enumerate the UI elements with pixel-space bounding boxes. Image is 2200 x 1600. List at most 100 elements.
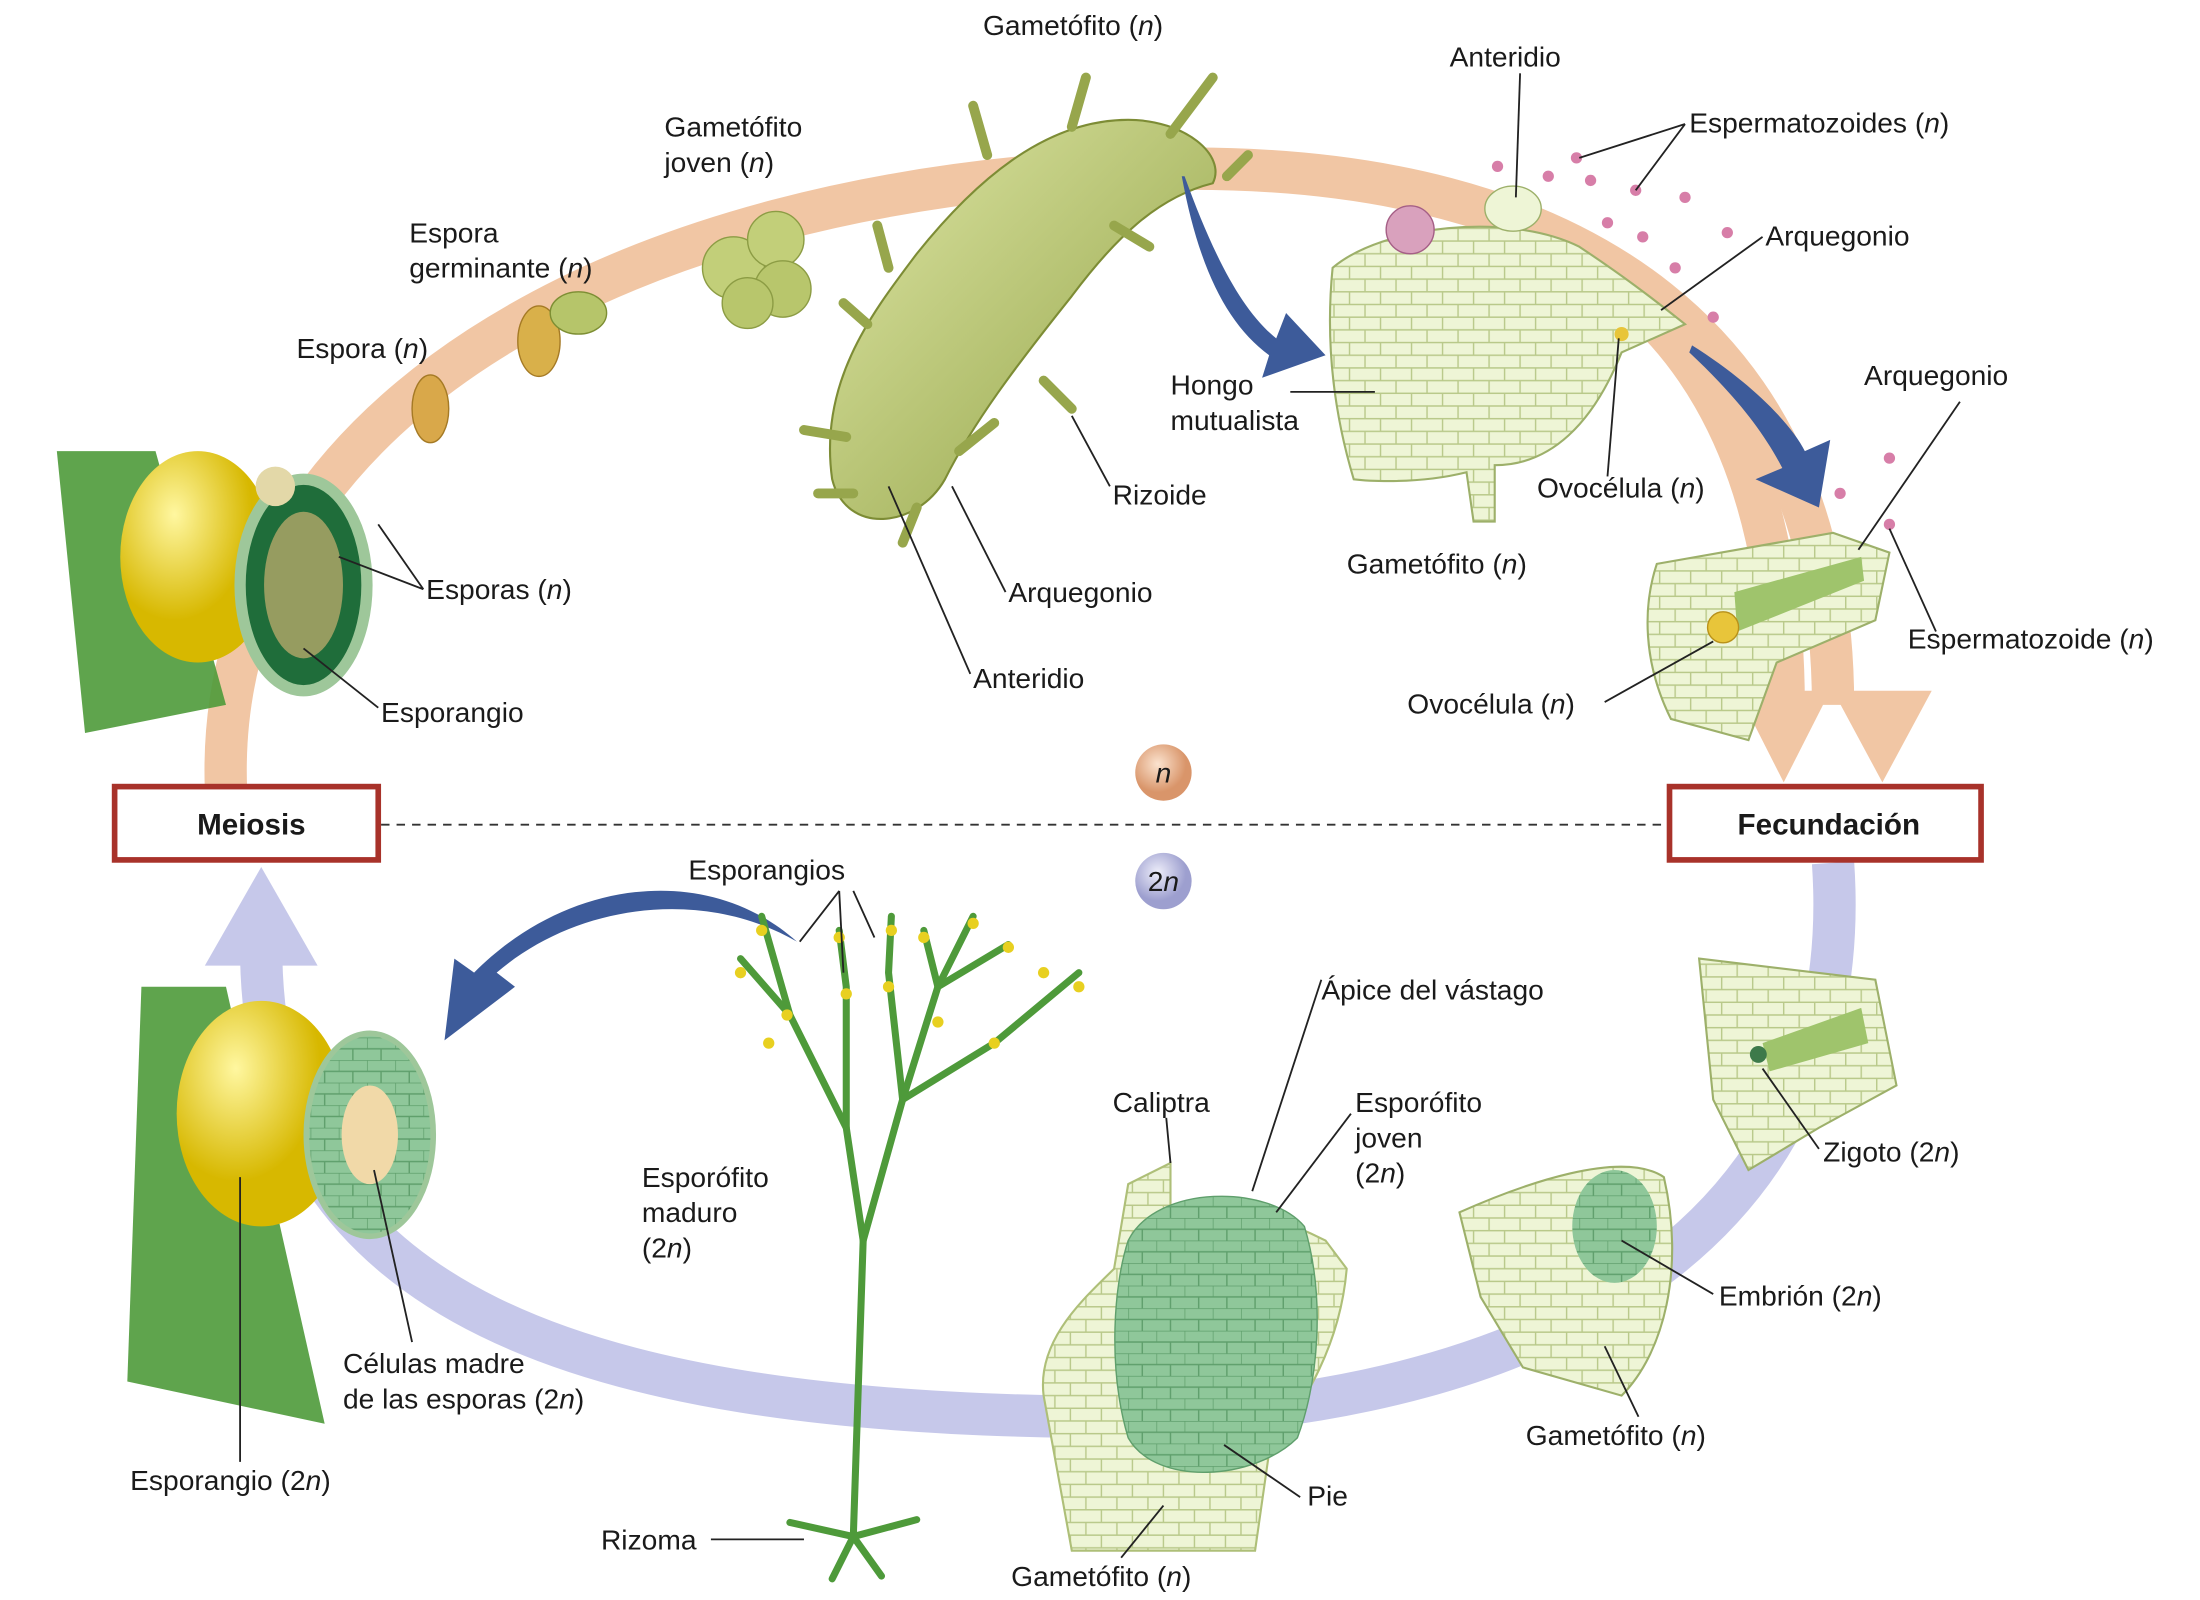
label-line: Esporangio [381,696,524,728]
fecundacion-label: Fecundación [1738,809,1921,842]
spore-illustration [411,374,450,444]
fecundacion-box: Fecundación [1666,783,1984,863]
label-line: Gametófito (n) [1011,1560,1191,1592]
label-esporangio: Esporangio [381,696,524,728]
label-line: Esporangio (2n) [130,1464,331,1496]
label-rizoide: Rizoide [1113,479,1207,511]
fecundation-arrowhead-left [1737,690,1831,783]
gametophyte-section-illustration [1328,185,1688,523]
label-gametofito-right: Gametófito (n) [1526,1419,1706,1451]
label-zigoto: Zigoto (2n) [1823,1136,1959,1168]
label-line: (2n) [642,1231,692,1263]
label-line: mutualista [1170,404,1299,436]
haploid-badge-text: n [1156,756,1172,788]
flow-arrow-to-archegonium [1689,345,1831,508]
label-gametofito-top: Gametófito (n) [983,9,1163,41]
label-line: germinante (n) [409,252,592,284]
label-caliptra: Caliptra [1113,1086,1210,1118]
label-line: Esporangios [688,854,845,886]
label-arquegonio-1: Arquegonio [1765,219,1909,251]
label-arquegonio-2: Arquegonio [1864,359,2008,391]
label-line: Zigoto (2n) [1823,1136,1959,1168]
label-line: Caliptra [1113,1086,1210,1118]
young-gametophyte-illustration [701,210,812,330]
label-line: Gametófito (n) [1347,548,1527,580]
label-line: maduro [642,1196,738,1228]
sporangium-opened-illustration [56,451,373,734]
label-anteridio-2: Anteridio [973,662,1084,694]
label-line: Anteridio [973,662,1084,694]
label-espermatozoide: Espermatozoide (n) [1908,622,2154,654]
archegonium-illustration [1646,531,1891,742]
haploid-badge: n [1135,744,1192,801]
meiosis-label: Meiosis [197,809,306,842]
label-line: Esporófito [1355,1086,1482,1118]
label-line: joven (n) [663,146,774,178]
sporangia-dots [734,917,1085,1049]
label-line: Espora [409,216,499,248]
label-line: Arquegonio [1864,359,2008,391]
label-esporas: Esporas (n) [426,573,572,605]
label-line: Pie [1307,1480,1348,1512]
zygote-illustration [1697,957,1898,1172]
label-line: Células madre [343,1347,525,1379]
label-arquegonio-3: Arquegonio [1008,576,1152,608]
label-esporangio-2n: Esporangio (2n) [130,1464,331,1496]
label-line: Espora (n) [296,332,428,364]
label-line: Embrión (2n) [1719,1279,1882,1311]
flow-arrow-to-sporangium [444,890,797,1041]
sperm-cells [1491,152,1896,531]
label-line: joven [1354,1121,1422,1153]
label-ovocelula-1: Ovocélula (n) [1537,472,1705,504]
label-line: Espermatozoides (n) [1689,107,1949,139]
label-line: Ovocélula (n) [1407,687,1575,719]
label-line: Gametófito (n) [983,9,1163,41]
diploid-badge: 2n [1135,852,1192,910]
label-line: Arquegonio [1008,576,1152,608]
young-sporophyte-illustration [1041,1161,1348,1552]
label-line: (2n) [1355,1157,1405,1189]
label-line: Hongo [1170,369,1253,401]
label-line: Espermatozoide (n) [1908,622,2154,654]
label-embrion: Embrión (2n) [1719,1279,1882,1311]
label-rizoma: Rizoma [601,1523,697,1555]
label-apice-vastago: Ápice del vástago [1321,973,1544,1005]
label-line: Rizoide [1113,479,1207,511]
flow-arrow-to-gametophyte [1181,176,1326,378]
label-line: Arquegonio [1765,219,1909,251]
diploid-badge-text: 2n [1148,865,1179,897]
label-espermatozoides: Espermatozoides (n) [1689,107,1949,139]
label-ovocelula-2: Ovocélula (n) [1407,687,1575,719]
label-line: de las esporas (2n) [343,1382,584,1414]
label-line: Rizoma [601,1523,697,1555]
meiosis-arrowhead [204,866,318,966]
mature-gametophyte-illustration [799,72,1253,548]
label-espora: Espora (n) [296,332,428,364]
label-gametofito-mid: Gametófito (n) [1347,548,1527,580]
embryo-illustration [1458,1165,1674,1397]
sporangium-closed-illustration [127,986,437,1424]
label-anteridio-top: Anteridio [1450,40,1561,72]
leader-lines [239,73,1961,1559]
label-espora-germinante: Espora germinante (n) [409,216,592,283]
label-line: Esporófito [642,1161,769,1193]
label-line: Esporas (n) [426,573,572,605]
label-line: Gametófito [664,111,802,143]
label-pie: Pie [1307,1480,1348,1512]
germinating-spore-illustration [517,291,608,378]
label-line: Gametófito (n) [1526,1419,1706,1451]
label-esporangios: Esporangios [688,854,845,886]
meiosis-box: Meiosis [111,783,382,863]
label-line: Ovocélula (n) [1537,472,1705,504]
label-gametofito-bottom: Gametófito (n) [1011,1560,1191,1592]
label-line: Anteridio [1450,40,1561,72]
labels: Gametófito (n) Anteridio Espermatozoides… [130,9,2154,1592]
label-line: Ápice del vástago [1321,973,1544,1005]
fecundation-arrowhead-right [1833,690,1932,783]
